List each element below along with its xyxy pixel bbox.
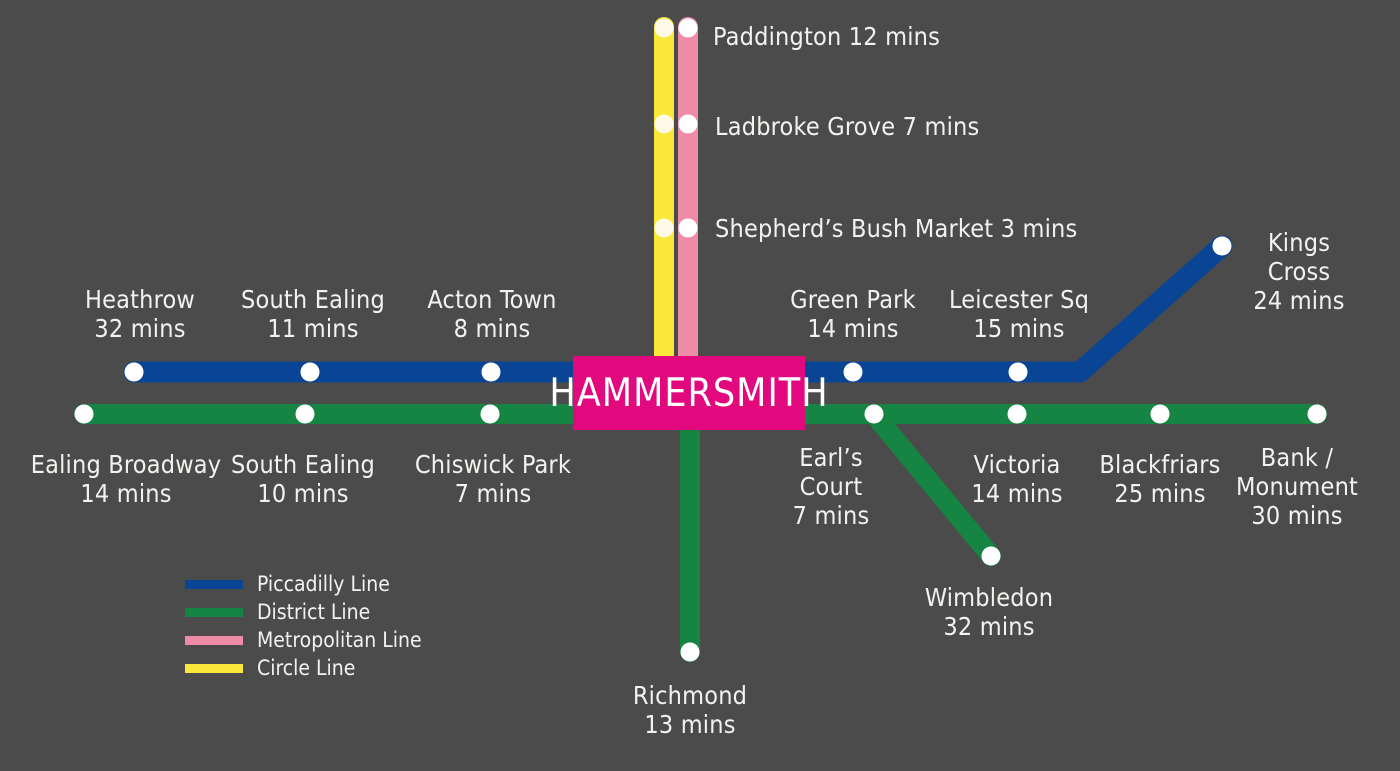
legend-label-circle: Circle Line	[257, 655, 356, 680]
station-dot-blackfriars[interactable]	[1150, 404, 1170, 424]
station-dot-bank-monument[interactable]	[1307, 404, 1327, 424]
station-label-kings-cross: Kings Cross 24 mins	[1253, 228, 1345, 315]
station-label-south-ealing-piccadilly: South Ealing 11 mins	[241, 285, 385, 343]
station-label-richmond: Richmond 13 mins	[632, 681, 748, 739]
legend-swatch-metropolitan	[185, 635, 243, 645]
station-dot-wimbledon[interactable]	[981, 546, 1001, 566]
station-dot-circle-ladbroke-grove[interactable]	[654, 114, 674, 134]
legend-item-metropolitan[interactable]: Metropolitan Line	[185, 626, 422, 654]
station-dot-south-ealing-piccadilly[interactable]	[300, 362, 320, 382]
station-label-leicester-sq: Leicester Sq 15 mins	[948, 285, 1090, 343]
legend-label-district: District Line	[257, 599, 371, 624]
station-label-green-park: Green Park 14 mins	[790, 285, 916, 343]
station-label-blackfriars: Blackfriars 25 mins	[1099, 450, 1221, 508]
district-line-track-wimbledon	[864, 404, 1001, 566]
station-dot-circle-shepherds-bush-market[interactable]	[654, 218, 674, 238]
station-label-ealing-broadway: Ealing Broadway 14 mins	[30, 450, 222, 508]
station-dot-chiswick-park[interactable]	[480, 404, 500, 424]
station-dot-green-park[interactable]	[843, 362, 863, 382]
station-label-bank-monument: Bank / Monument 30 mins	[1235, 443, 1359, 530]
legend-swatch-piccadilly	[185, 579, 243, 589]
legend-item-circle[interactable]: Circle Line	[185, 654, 422, 682]
legend: Piccadilly Line District Line Metropolit…	[185, 570, 422, 682]
station-label-victoria: Victoria 14 mins	[971, 450, 1063, 508]
hub-station-label: HAMMERSMITH	[549, 370, 829, 416]
hub-station-hammersmith[interactable]: HAMMERSMITH	[549, 356, 828, 430]
station-dot-south-ealing-district[interactable]	[295, 404, 315, 424]
station-label-chiswick-park: Chiswick Park 7 mins	[414, 450, 572, 508]
station-dot-earls-court[interactable]	[864, 404, 884, 424]
station-dot-metropolitan-ladbroke-grove[interactable]	[678, 114, 698, 134]
station-label-ladbroke-grove: Ladbroke Grove 7 mins	[715, 112, 980, 141]
station-dot-ealing-broadway[interactable]	[74, 404, 94, 424]
station-label-paddington: Paddington 12 mins	[713, 22, 941, 51]
station-dot-richmond[interactable]	[680, 642, 700, 662]
station-dot-metropolitan-paddington[interactable]	[678, 18, 698, 38]
station-dot-circle-paddington[interactable]	[654, 18, 674, 38]
station-dot-heathrow[interactable]	[124, 362, 144, 382]
legend-item-piccadilly[interactable]: Piccadilly Line	[185, 570, 422, 598]
station-dot-leicester-sq[interactable]	[1008, 362, 1028, 382]
station-dot-victoria[interactable]	[1007, 404, 1027, 424]
legend-swatch-district	[185, 607, 243, 617]
piccadilly-line-track-east	[779, 235, 1233, 383]
legend-swatch-circle	[185, 663, 243, 673]
legend-label-piccadilly: Piccadilly Line	[257, 571, 390, 596]
station-label-earls-court: Earl’s Court 7 mins	[792, 443, 870, 530]
station-label-heathrow: Heathrow 32 mins	[84, 285, 196, 343]
station-dot-kings-cross[interactable]	[1212, 236, 1232, 256]
station-label-acton-town: Acton Town 8 mins	[427, 285, 557, 343]
legend-label-metropolitan: Metropolitan Line	[257, 627, 422, 652]
station-label-wimbledon: Wimbledon 32 mins	[924, 583, 1054, 641]
legend-item-district[interactable]: District Line	[185, 598, 422, 626]
station-dot-acton-town[interactable]	[481, 362, 501, 382]
station-label-shepherds-bush-market: Shepherd’s Bush Market 3 mins	[715, 214, 1078, 243]
station-label-south-ealing-district: South Ealing 10 mins	[231, 450, 375, 508]
station-dot-metropolitan-shepherds-bush-market[interactable]	[678, 218, 698, 238]
